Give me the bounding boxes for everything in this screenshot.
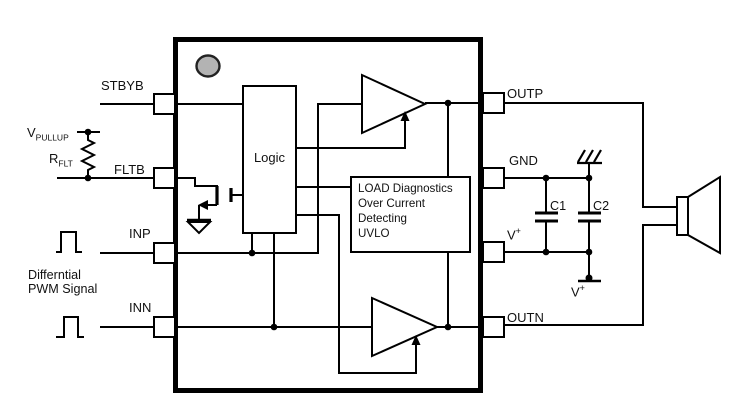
vplus-rail-label: V+ — [571, 283, 585, 300]
junction-dot — [84, 128, 92, 136]
pin-label-outp: OUTP — [507, 86, 544, 101]
vpullup-label: VPULLUP — [27, 125, 69, 143]
pin-label-stbyb: STBYB — [101, 78, 144, 93]
pwm-waveform-inp-icon — [56, 231, 82, 253]
pin-label-inp: INP — [129, 226, 151, 241]
caption-line1: Differntial — [28, 268, 81, 282]
chassis-ground-icon — [577, 149, 602, 165]
pin-inn — [153, 316, 176, 338]
differential-pwm-caption: Differntial PWM Signal — [28, 268, 97, 296]
pin-vplus — [482, 241, 505, 263]
mosfet-source-arrowhead — [198, 200, 208, 210]
bottomamp-arrowhead — [411, 335, 421, 345]
pin1-dot-icon — [195, 54, 221, 78]
junction-dot — [248, 249, 256, 257]
load-line: Over Current — [358, 197, 426, 210]
pin-inp — [153, 242, 176, 264]
load-line: UVLO — [358, 227, 390, 240]
junction-dot — [270, 323, 278, 331]
load-line: Detecting — [358, 212, 407, 225]
pin-outp — [482, 92, 505, 114]
pin-label-gnd: GND — [509, 153, 538, 168]
junction-dot — [444, 323, 452, 331]
pin-gnd — [482, 167, 505, 189]
ground-triangle — [185, 221, 213, 235]
capacitor-c1-icon — [535, 211, 558, 223]
pin-fltb — [153, 167, 176, 189]
load-diagnostics-block — [350, 176, 471, 253]
ic-outline — [173, 37, 483, 393]
inp-wire-internal — [178, 103, 362, 254]
logic-topamp-control-wire — [296, 120, 406, 149]
outp-wire-external — [504, 102, 677, 208]
pin-label-inn: INN — [129, 300, 152, 315]
capacitor-label-c1: C1 — [550, 199, 567, 213]
pin-outn — [482, 316, 505, 338]
junction-dot — [84, 174, 92, 182]
pin-stbyb — [153, 93, 176, 115]
pwm-waveform-inn-icon — [56, 316, 84, 338]
rflt-label: RFLT — [49, 151, 73, 169]
pin-label-vplus: V+ — [507, 226, 521, 243]
load-diagnostics-text: LOAD Diagnostics Over Current Detecting … — [358, 181, 468, 241]
outn-wire-external — [504, 224, 677, 326]
junction-dot — [444, 99, 452, 107]
amplifier-top-icon — [361, 73, 428, 135]
junction-dot — [542, 248, 550, 256]
resistor-icon — [79, 132, 97, 178]
junction-dot — [542, 174, 550, 182]
amplifier-bottom-icon — [371, 296, 440, 358]
topamp-arrowhead — [400, 111, 410, 121]
caption-line2: PWM Signal — [28, 282, 98, 296]
capacitor-label-c2: C2 — [593, 199, 610, 213]
junction-dot — [585, 174, 593, 182]
speaker-icon — [687, 175, 721, 255]
pin-label-fltb: FLTB — [114, 162, 145, 177]
logic-block — [242, 85, 297, 234]
load-line: LOAD Diagnostics — [358, 182, 453, 195]
junction-dot — [585, 274, 593, 282]
logic-bottomamp-control-wire — [296, 214, 417, 374]
logic-block-label: Logic — [253, 150, 286, 165]
fltb-drain-wire — [178, 177, 218, 205]
pin-label-outn: OUTN — [507, 310, 544, 325]
capacitor-c2-icon — [578, 211, 601, 223]
speaker-driver — [676, 196, 689, 236]
junction-dot — [585, 248, 593, 256]
